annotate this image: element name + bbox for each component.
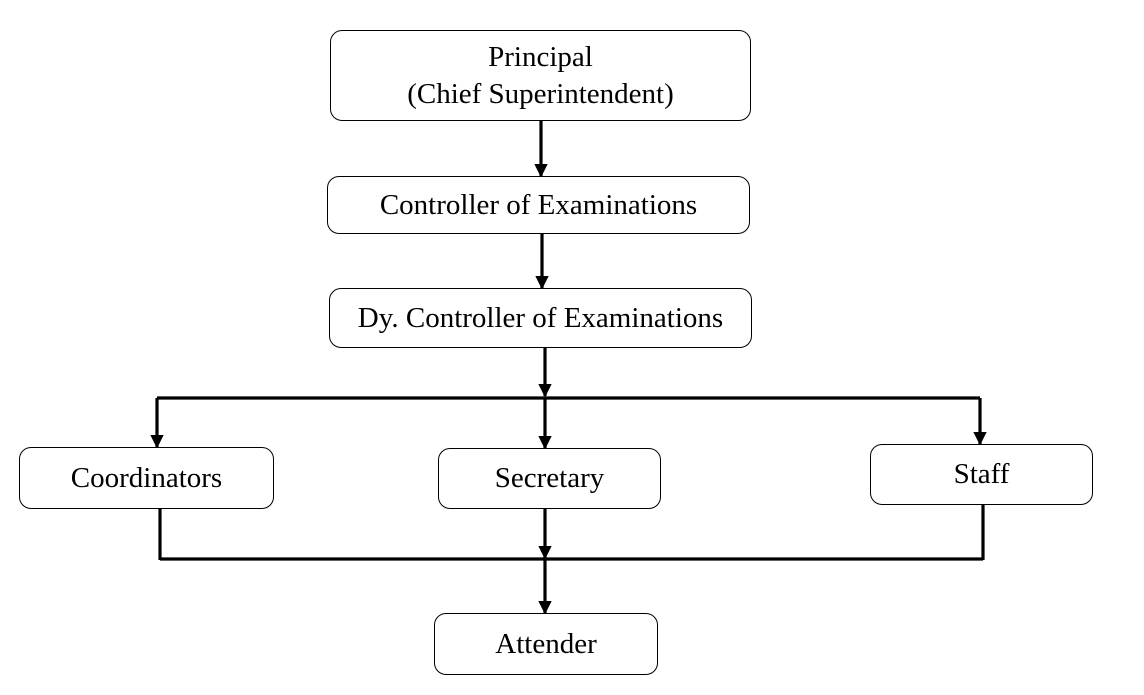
dy-controller-of-examinations-box: Dy. Controller of Examinations: [329, 288, 752, 348]
coordinators-box: Coordinators: [19, 447, 274, 509]
secretary-box: Secretary: [438, 448, 661, 509]
controller-of-examinations-box: Controller of Examinations: [327, 176, 750, 234]
attender-box: Attender: [434, 613, 658, 675]
staff-box: Staff: [870, 444, 1093, 505]
principal-title: Principal: [488, 41, 593, 74]
attender-label: Attender: [495, 627, 597, 660]
secretary-label: Secretary: [494, 462, 605, 495]
principal-subtitle: (Chief Superintendent): [407, 77, 674, 110]
controller-label: Controller of Examinations: [379, 188, 698, 221]
coordinators-label: Coordinators: [70, 461, 223, 494]
staff-label: Staff: [953, 458, 1010, 491]
dy-controller-label: Dy. Controller of Examinations: [357, 301, 724, 334]
principal-box: Principal (Chief Superintendent): [330, 30, 751, 121]
